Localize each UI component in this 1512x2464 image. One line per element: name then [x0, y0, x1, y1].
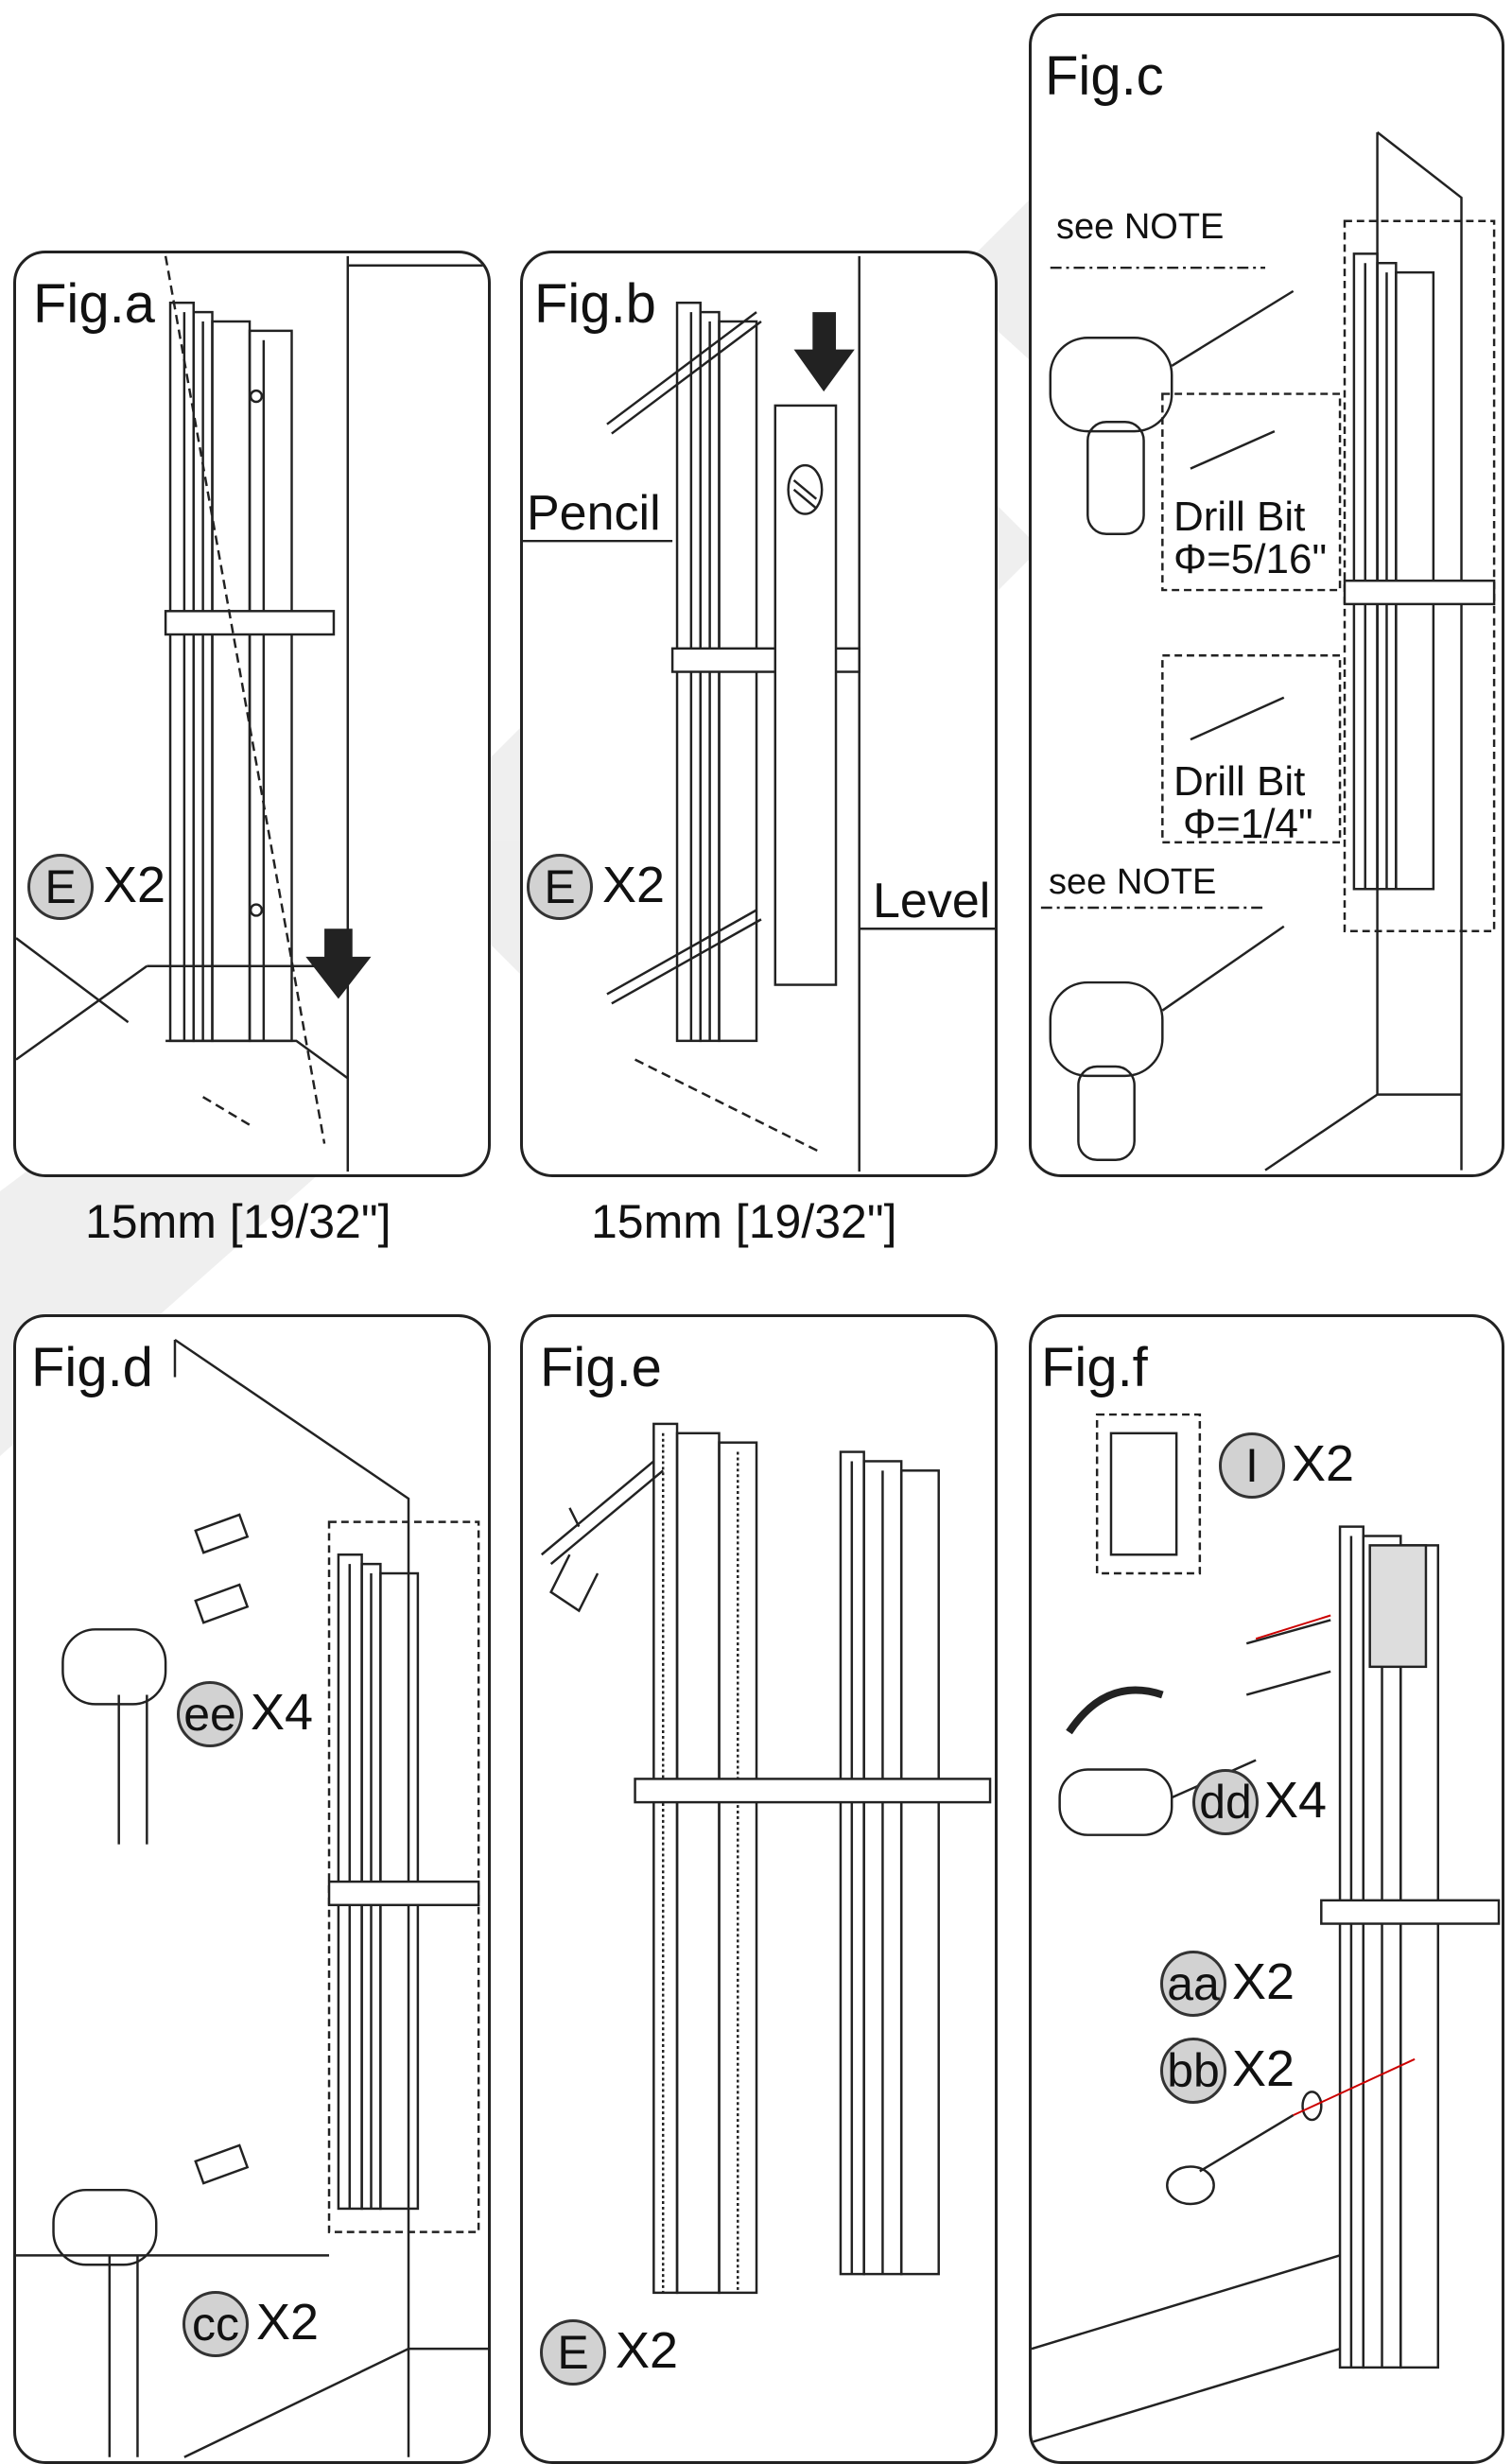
drill-bit-2-size: Φ=1/4" [1183, 801, 1313, 847]
figure-a-dimension: 15mm [19/32"] [85, 1195, 391, 1248]
figure-d: Fig.d ee X4 cc X2 [13, 1314, 491, 2464]
see-note-bottom: see NOTE [1049, 862, 1217, 902]
figure-a-drawing [16, 255, 488, 1172]
figure-c-drawing [1040, 130, 1496, 1171]
figure-c-title: Fig.c [1045, 45, 1164, 107]
level-label: Level [873, 874, 991, 928]
drill-bit-1-size: Φ=5/16" [1173, 536, 1328, 582]
figure-e: Fig.e E X2 [520, 1314, 998, 2464]
figure-c: Fig.c see NOTE Drill Bit Φ=5/16" Drill B… [1029, 13, 1504, 1177]
part-quantity-bb: X2 [1232, 2040, 1295, 2097]
part-badge-dd: dd [1192, 1769, 1259, 1835]
figure-b-title: Fig.b [534, 273, 656, 335]
part-quantity-aa: X2 [1232, 1953, 1295, 2010]
part-badge-aa: aa [1160, 1951, 1226, 2017]
figure-f-drawing [1032, 1413, 1501, 2444]
figure-e-drawing [540, 1422, 992, 2295]
part-quantity: X2 [616, 2322, 679, 2379]
part-badge-cc: cc [182, 2291, 249, 2357]
part-badge-bb: bb [1160, 2038, 1226, 2104]
part-quantity-cc: X2 [256, 2294, 320, 2351]
part-quantity-ee: X4 [251, 1684, 314, 1741]
part-badge-i: I [1219, 1432, 1285, 1499]
part-quantity-i: X2 [1292, 1435, 1355, 1492]
pencil-label: Pencil [527, 486, 661, 541]
figure-f-title: Fig.f [1041, 1337, 1148, 1398]
figure-b-drawing [523, 255, 995, 1172]
figure-b-dimension: 15mm [19/32"] [591, 1195, 897, 1248]
figure-e-title: Fig.e [540, 1337, 662, 1398]
drill-bit-1-label: Drill Bit [1173, 494, 1306, 540]
figure-d-title: Fig.d [31, 1337, 153, 1398]
figure-d-drawing [16, 1338, 488, 2458]
figure-b: Fig.b Pencil Level E X2 [520, 251, 998, 1177]
see-note-top: see NOTE [1056, 207, 1225, 247]
figure-a-title: Fig.a [33, 273, 155, 335]
part-badge-e: E [540, 2319, 606, 2386]
part-badge-e: E [27, 854, 94, 920]
part-badge-ee: ee [177, 1681, 243, 1747]
part-quantity: X2 [103, 857, 166, 913]
part-quantity: X2 [602, 857, 666, 913]
figure-a: Fig.a E X2 [13, 251, 491, 1177]
part-badge-e: E [527, 854, 593, 920]
figure-f: Fig.f I X2 dd X4 aa X2 bb X2 [1029, 1314, 1504, 2464]
drill-bit-2-label: Drill Bit [1173, 758, 1306, 805]
part-quantity-dd: X4 [1264, 1772, 1328, 1829]
